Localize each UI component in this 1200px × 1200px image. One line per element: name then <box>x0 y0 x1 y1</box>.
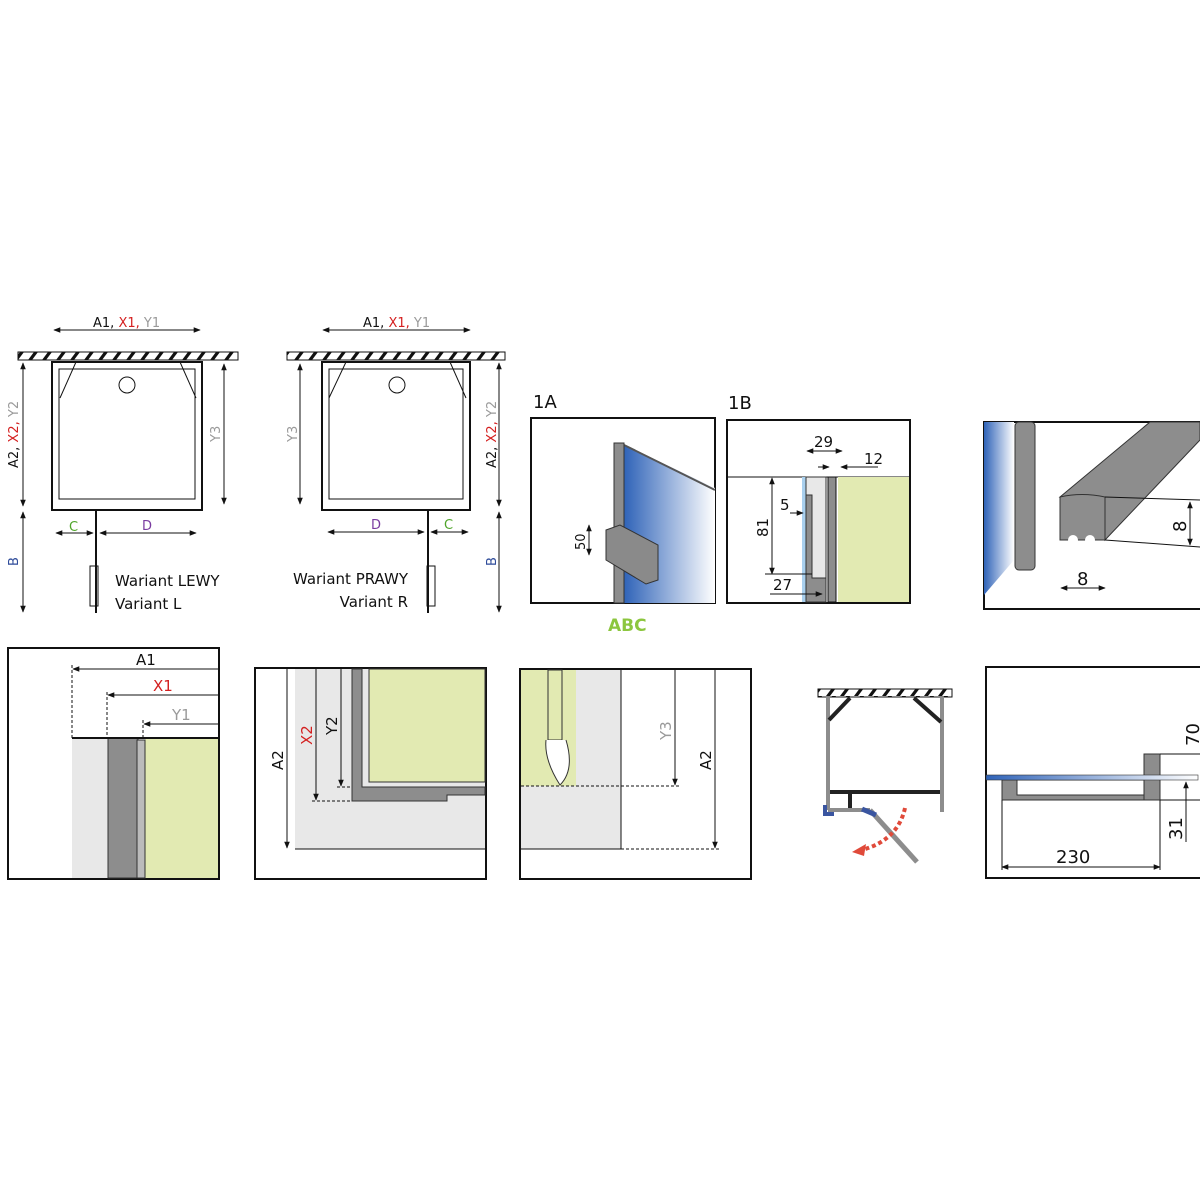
door-handle <box>426 565 436 607</box>
label-x1: X1 <box>153 677 173 695</box>
swing-arrow-icon <box>861 807 907 852</box>
variant-title: Wariant LEWY <box>115 572 220 590</box>
bottom-panel-depths: A2 X2 Y2 <box>254 667 487 880</box>
plan-variant-right: A1, X1, Y1 Y3 A2, X2, Y2 B D C Wariant P… <box>286 316 506 613</box>
seal-profile <box>1014 421 1036 571</box>
detail-1b: 1B 29 12 5 81 27 <box>726 393 911 604</box>
drain-icon <box>118 376 136 394</box>
glass-edge <box>985 774 1199 781</box>
seal-clip <box>545 739 570 786</box>
wall-hatch <box>17 351 239 361</box>
y3-label: Y3 <box>209 426 224 443</box>
label-x2: X2 <box>298 725 316 745</box>
wall-profile <box>613 442 625 604</box>
brace <box>59 361 77 399</box>
seal-height: 8 <box>1170 521 1191 532</box>
wall-hatch <box>286 351 506 361</box>
variant-subtitle: Variant R <box>340 593 408 611</box>
label-y2: Y2 <box>323 716 341 736</box>
dim-27: 27 <box>773 576 792 594</box>
dim-81: 81 <box>754 518 772 537</box>
dim-70: 70 <box>1183 723 1200 746</box>
detail-label: 1A <box>533 392 557 413</box>
c-label: C <box>444 518 453 533</box>
top-dim-label: A1, X1, Y1 <box>93 316 160 331</box>
seal-width: 8 <box>1077 569 1088 590</box>
shower-tray <box>58 368 196 500</box>
side-dim-label: A2, X2, Y2 <box>7 401 22 468</box>
watermark-logo: ABC <box>608 616 647 636</box>
label-a2: A2 <box>697 750 715 770</box>
shower-tray <box>328 368 464 500</box>
label-y1: Y1 <box>171 706 191 724</box>
seal-detail: 8 8 <box>983 421 1200 610</box>
top-dim-label: A1, X1, Y1 <box>363 316 430 331</box>
dim-12: 12 <box>864 450 883 468</box>
dim-230: 230 <box>1056 847 1090 868</box>
wall-area <box>838 477 909 602</box>
b-label: B <box>485 557 500 566</box>
bottom-panel-tray: Y3 A2 <box>519 668 752 880</box>
dim-50: 50 <box>574 533 589 550</box>
brace <box>179 361 197 399</box>
dim-5: 5 <box>780 496 790 514</box>
label-a1: A1 <box>136 651 156 669</box>
drain-icon <box>388 376 406 394</box>
door-leaf <box>868 808 919 864</box>
side-dim-label: A2, X2, Y2 <box>485 401 500 468</box>
c-label: C <box>69 520 78 535</box>
plan-variant-left: A1, X1, Y1 A2, X2, Y2 B Y3 C D Wariant L… <box>7 316 239 613</box>
label-a2: A2 <box>269 750 287 770</box>
variant-title: Wariant PRAWY <box>293 570 409 588</box>
door-swing-diagram <box>817 688 953 864</box>
detail-1a: 1A 50 ABC <box>530 392 716 636</box>
b-label: B <box>7 557 22 566</box>
shower-frame <box>321 361 471 511</box>
y3-label: Y3 <box>286 426 301 443</box>
dim-29: 29 <box>814 433 833 451</box>
label-y3: Y3 <box>657 721 675 741</box>
dim-31: 31 <box>1166 817 1187 840</box>
bottom-panel-section: 70 31 230 <box>985 666 1200 879</box>
bottom-panel-widths: A1 X1 Y1 <box>7 647 220 880</box>
bracket <box>605 524 659 585</box>
d-label: D <box>142 519 152 534</box>
door-handle <box>89 565 99 607</box>
seal-section <box>1059 494 1106 541</box>
variant-subtitle: Variant L <box>115 595 182 613</box>
shower-frame <box>51 361 203 511</box>
detail-label: 1B <box>728 393 752 414</box>
d-label: D <box>371 518 381 533</box>
